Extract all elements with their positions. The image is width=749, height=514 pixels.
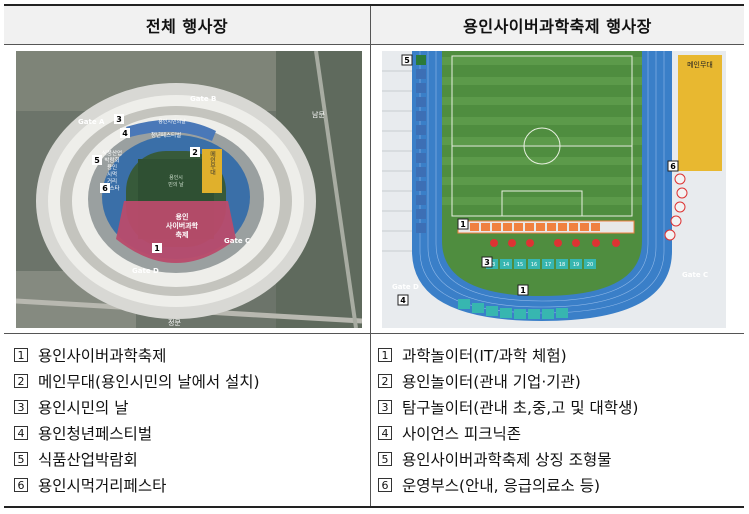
legend-item: 4 용인청년페스티벌: [14, 420, 260, 446]
food-label-5: 거리: [107, 177, 117, 185]
legend-item: 1 용인사이버과학축제: [14, 342, 260, 368]
right-marker-3: 3: [484, 258, 490, 267]
left-marker-1: 1: [154, 244, 160, 253]
legend-item: 4 사이언스 피크닉존: [378, 420, 638, 446]
left-marker-6: 6: [102, 184, 108, 193]
legend-number: 2: [14, 374, 28, 388]
legend-text: 운영부스(안내, 응급의료소 등): [402, 477, 600, 495]
right-main-stage-label: 메인무대: [687, 60, 713, 69]
legend-item: 2 메인무대(용인시민의 날에서 설치): [14, 368, 260, 394]
right-marker-5: 5: [404, 56, 410, 65]
legend-text: 용인놀이터(관내 기업·기관): [402, 373, 581, 391]
food-label-1: 식품산업: [102, 149, 122, 157]
food-label-6: 페스타: [104, 184, 119, 192]
legend-number: 3: [378, 400, 392, 414]
festival-venue-legend: 1 과학놀이터(IT/과학 체험) 2 용인놀이터(관내 기업·기관) 3 탐구놀이터…: [378, 342, 638, 498]
center-label-2: 민의 날: [168, 181, 184, 188]
gate-d-label: Gate D: [132, 267, 159, 275]
mid-booth-14: 14: [503, 262, 509, 268]
mid-booth-15: 15: [517, 262, 523, 268]
legend-item: 3 탐구놀이터(관내 초,중,고 및 대학생): [378, 394, 638, 420]
legend-number: 1: [378, 348, 392, 362]
legend-text: 용인시민의 날: [38, 399, 129, 417]
legend-text: 용인사이버과학축제 상징 조형물: [402, 451, 612, 469]
right-marker-1: 1: [520, 286, 526, 295]
mid-booth-16: 16: [531, 262, 537, 268]
venue-table: 전체 행사장 용인사이버과학축제 행사장 메인무대: [4, 4, 744, 508]
legend-text: 용인시먹거리페스타: [38, 477, 167, 495]
gate-a-label: Gate A: [78, 118, 105, 126]
right-gate-c-label: Gate C: [682, 271, 708, 279]
youth-label: 청년페스티벌: [151, 131, 181, 139]
legend-number: 5: [378, 452, 392, 466]
column-divider: [370, 6, 371, 506]
gate-b-label: Gate B: [190, 95, 216, 103]
legend-text: 식품산업박람회: [38, 451, 138, 469]
legend-text: 메인무대(용인시민의 날에서 설치): [38, 373, 260, 391]
header-festival-venue: 용인사이버과학축제 행사장: [371, 6, 744, 45]
legend-text: 탐구놀이터(관내 초,중,고 및 대학생): [402, 399, 639, 417]
mid-booth-19: 19: [573, 262, 579, 268]
left-marker-4: 4: [122, 129, 128, 138]
legend-text: 과학놀이터(IT/과학 체험): [402, 347, 567, 365]
right-gate-d-label: Gate D: [392, 283, 419, 291]
legend-number: 1: [14, 348, 28, 362]
legend-item: 6 운영부스(안내, 응급의료소 등): [378, 472, 638, 498]
south-gate-label: 남문: [312, 110, 325, 119]
food-label-2: 박람회: [104, 156, 119, 164]
legend-item: 6 용인시먹거리페스타: [14, 472, 260, 498]
main-gate-label: 정문: [168, 318, 181, 327]
food-label-4: 시먹: [107, 171, 117, 178]
mid-booth-20: 20: [587, 262, 593, 268]
legend-text: 사이언스 피크닉존: [402, 425, 522, 443]
right-marker-1-top: 1: [460, 220, 466, 229]
legend-number: 6: [378, 478, 392, 492]
extra-center-label: 용인시민의날: [158, 118, 186, 125]
left-marker-5: 5: [94, 156, 100, 165]
gate-c-label: Gate C: [224, 237, 250, 245]
legend-number: 2: [378, 374, 392, 388]
center-label-1: 용인시: [169, 174, 183, 181]
legend-text: 용인사이버과학축제: [38, 347, 167, 365]
food-label-3: 용인: [107, 164, 117, 171]
legend-item: 5 용인사이버과학축제 상징 조형물: [378, 446, 638, 472]
legend-item: 2 용인놀이터(관내 기업·기관): [378, 368, 638, 394]
festival-label-1: 용인: [176, 212, 189, 221]
legend-number: 6: [14, 478, 28, 492]
header-overall-venue: 전체 행사장: [4, 6, 370, 45]
legend-item: 1 과학놀이터(IT/과학 체험): [378, 342, 638, 368]
left-marker-2: 2: [192, 148, 198, 157]
legend-item: 3 용인시민의 날: [14, 394, 260, 420]
right-marker-6: 6: [670, 162, 676, 171]
festival-venue-layout-map: 13 14 15 16 17 18 19 20: [382, 51, 726, 328]
legend-text: 용인청년페스티벌: [38, 425, 153, 443]
legend-number: 4: [14, 426, 28, 440]
festival-label-3: 축제: [176, 230, 189, 239]
legend-number: 3: [14, 400, 28, 414]
mid-booth-18: 18: [559, 262, 565, 268]
main-stage-label: 메인무대: [209, 150, 216, 176]
right-marker-4: 4: [400, 296, 406, 305]
legend-item: 5 식품산업박람회: [14, 446, 260, 472]
row-divider: [4, 333, 744, 334]
left-marker-3: 3: [116, 115, 122, 124]
legend-number: 4: [378, 426, 392, 440]
legend-number: 5: [14, 452, 28, 466]
overall-venue-aerial-map: 메인무대 Gate A Gate B Gate C Gate D 남문 정문 용…: [16, 51, 362, 328]
mid-booth-17: 17: [545, 262, 551, 268]
festival-label-2: 사이버과학: [166, 221, 199, 230]
